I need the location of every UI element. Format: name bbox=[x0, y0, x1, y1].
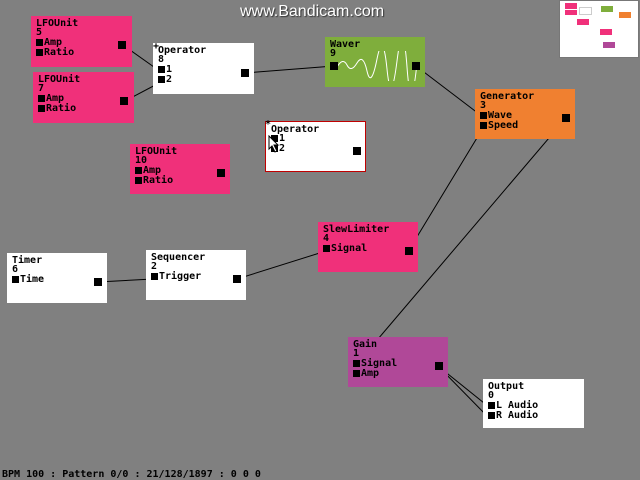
node-timer-6[interactable]: Timer 6 Time bbox=[7, 253, 107, 303]
node-title: LFOUnit bbox=[38, 74, 81, 85]
wire-op8-waver bbox=[244, 65, 335, 74]
port-signal[interactable]: Signal bbox=[353, 359, 448, 369]
port-signal[interactable]: Signal bbox=[323, 244, 418, 254]
port-2[interactable]: 2 bbox=[271, 144, 365, 154]
node-id: 9 bbox=[330, 48, 337, 59]
node-title: LFOUnit bbox=[36, 18, 79, 29]
node-id: 1 bbox=[353, 348, 360, 359]
output-port[interactable] bbox=[118, 41, 126, 49]
port-speed[interactable]: Speed bbox=[480, 121, 575, 131]
wire-gen-gain bbox=[354, 117, 567, 367]
node-waver-9[interactable]: Waver 9 bbox=[325, 37, 425, 87]
wire-gen-slew bbox=[408, 127, 484, 251]
node-title: Operator bbox=[158, 45, 207, 56]
minimap-node bbox=[579, 7, 592, 15]
node-title: Timer bbox=[12, 255, 43, 266]
output-port[interactable] bbox=[120, 97, 128, 105]
waveform-display bbox=[337, 51, 417, 81]
node-title: Operator bbox=[271, 124, 320, 135]
input-port[interactable] bbox=[330, 62, 338, 70]
node-title: Sequencer bbox=[151, 252, 206, 263]
minimap-node bbox=[603, 42, 615, 48]
node-id: 5 bbox=[36, 27, 43, 38]
port-1[interactable]: 1 bbox=[271, 134, 365, 144]
port-amp[interactable]: Amp bbox=[36, 38, 132, 48]
wire-timer-seq bbox=[97, 278, 154, 283]
node-id: 4 bbox=[323, 233, 330, 244]
star-drag-handle-icon[interactable]: * bbox=[265, 119, 272, 130]
node-lfounit-5[interactable]: LFOUnit 5 Amp Ratio bbox=[31, 16, 132, 67]
minimap-node bbox=[600, 29, 612, 35]
node-title: Output bbox=[488, 381, 525, 392]
output-port[interactable] bbox=[233, 275, 241, 283]
output-port[interactable] bbox=[435, 362, 443, 370]
output-port[interactable] bbox=[412, 62, 420, 70]
port-ratio[interactable]: Ratio bbox=[36, 48, 132, 58]
node-id: 8 bbox=[158, 54, 165, 65]
minimap-node bbox=[565, 3, 577, 9]
node-title: Generator bbox=[480, 91, 535, 102]
port-amp[interactable]: Amp bbox=[135, 166, 230, 176]
port-ratio[interactable]: Ratio bbox=[38, 104, 134, 114]
output-port[interactable] bbox=[353, 147, 361, 155]
node-gain-1[interactable]: Gain 1 Signal Amp bbox=[348, 337, 448, 387]
bandicam-watermark: www.Bandicam.com bbox=[240, 3, 385, 20]
node-generator-3[interactable]: Generator 3 Wave Speed bbox=[475, 89, 575, 139]
output-port[interactable] bbox=[241, 69, 249, 77]
port-2[interactable]: 2 bbox=[158, 75, 254, 85]
node-title: SlewLimiter bbox=[323, 224, 390, 235]
port-amp[interactable]: Amp bbox=[353, 369, 448, 379]
minimap-node bbox=[601, 6, 613, 12]
minimap-node bbox=[565, 10, 577, 15]
node-title: Gain bbox=[353, 339, 378, 350]
port-amp[interactable]: Amp bbox=[38, 94, 134, 104]
port-1[interactable]: 1 bbox=[158, 65, 254, 75]
output-port[interactable] bbox=[405, 247, 413, 255]
port-trigger[interactable]: Trigger bbox=[151, 272, 246, 282]
node-title: Waver bbox=[330, 39, 361, 50]
minimap-node bbox=[619, 12, 631, 18]
node-lfounit-10[interactable]: LFOUnit 10 Amp Ratio bbox=[130, 144, 230, 194]
minimap[interactable] bbox=[559, 0, 639, 58]
port-r-audio[interactable]: R Audio bbox=[488, 411, 584, 421]
node-id: 7 bbox=[38, 83, 45, 94]
output-port[interactable] bbox=[94, 278, 102, 286]
node-slewlimiter-4[interactable]: SlewLimiter 4 Signal bbox=[318, 222, 418, 272]
arrow-cursor-icon bbox=[268, 135, 280, 153]
node-operator-new[interactable]: Operator 1 2 bbox=[265, 121, 366, 172]
wire-waver-gen bbox=[415, 65, 484, 118]
node-id: 6 bbox=[12, 264, 19, 275]
status-bar: BPM 100 : Pattern 0/0 : 21/128/1897 : 0 … bbox=[2, 469, 261, 480]
minimap-node bbox=[577, 19, 589, 25]
node-lfounit-7[interactable]: LFOUnit 7 Amp Ratio bbox=[33, 72, 134, 123]
node-id: 3 bbox=[480, 100, 487, 111]
output-port[interactable] bbox=[217, 169, 225, 177]
port-wave[interactable]: Wave bbox=[480, 111, 575, 121]
node-id: 2 bbox=[151, 261, 158, 272]
node-id: 0 bbox=[488, 390, 495, 401]
drag-handle-icon[interactable]: + bbox=[153, 41, 160, 52]
node-sequencer-2[interactable]: Sequencer 2 Trigger bbox=[146, 250, 246, 300]
output-port[interactable] bbox=[562, 114, 570, 122]
port-ratio[interactable]: Ratio bbox=[135, 176, 230, 186]
port-time[interactable]: Time bbox=[12, 275, 107, 285]
port-l-audio[interactable]: L Audio bbox=[488, 401, 584, 411]
node-output-0[interactable]: Output 0 L Audio R Audio bbox=[483, 379, 584, 428]
wire-seq-slew bbox=[236, 250, 327, 280]
node-title: LFOUnit bbox=[135, 146, 178, 157]
node-id: 10 bbox=[135, 155, 148, 166]
node-operator-8[interactable]: Operator 8 1 2 bbox=[153, 43, 254, 94]
